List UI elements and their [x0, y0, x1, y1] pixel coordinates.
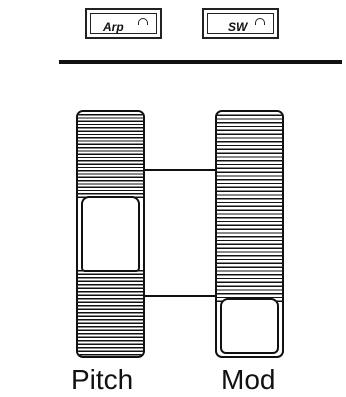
- mod-label: Mod: [221, 364, 276, 395]
- pitch-wheel-ribs-top: [78, 112, 143, 198]
- sw-button[interactable]: SW: [202, 8, 279, 39]
- mod-wheel-handle[interactable]: [220, 298, 279, 354]
- wheel-bridge-line-top: [145, 169, 215, 171]
- pitch-label: Pitch: [71, 364, 134, 395]
- pitch-wheel-ribs-bottom: [78, 268, 143, 356]
- arp-button[interactable]: Arp: [85, 8, 162, 39]
- pitch-wheel-handle[interactable]: [81, 196, 140, 272]
- panel-divider: [59, 60, 342, 64]
- mod-wheel[interactable]: [215, 110, 284, 358]
- sw-led-icon: [255, 18, 265, 25]
- wheel-bridge-line-bottom: [145, 295, 215, 297]
- arp-button-label: Arp: [103, 20, 124, 34]
- pitch-wheel[interactable]: [76, 110, 145, 358]
- sw-button-label: SW: [228, 20, 248, 34]
- mod-wheel-ribs: [217, 112, 282, 302]
- arp-led-icon: [138, 18, 148, 25]
